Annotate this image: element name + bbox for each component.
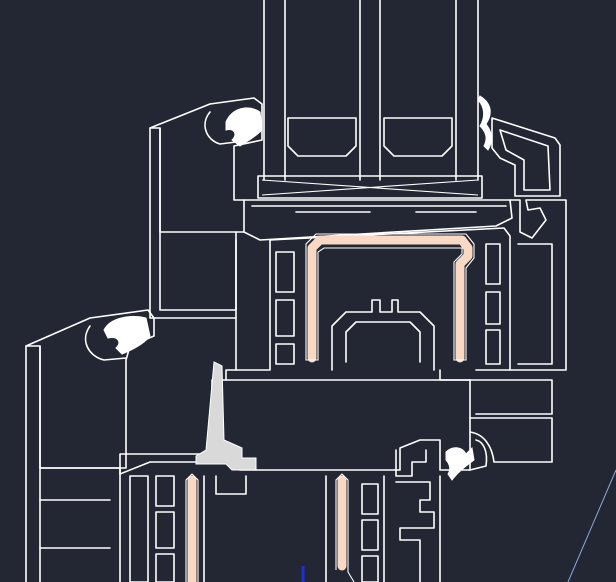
sash-profile xyxy=(149,97,567,371)
guide-line xyxy=(567,469,616,582)
steel-reinforcement-frame-left xyxy=(185,473,199,582)
frame-profile xyxy=(25,309,553,582)
glazing-wedge xyxy=(195,361,257,471)
glazing-bead xyxy=(477,95,561,197)
glazing-unit xyxy=(257,0,483,199)
steel-reinforcement-frame-right xyxy=(335,473,355,582)
steel-reinforcement-sash xyxy=(305,233,475,363)
